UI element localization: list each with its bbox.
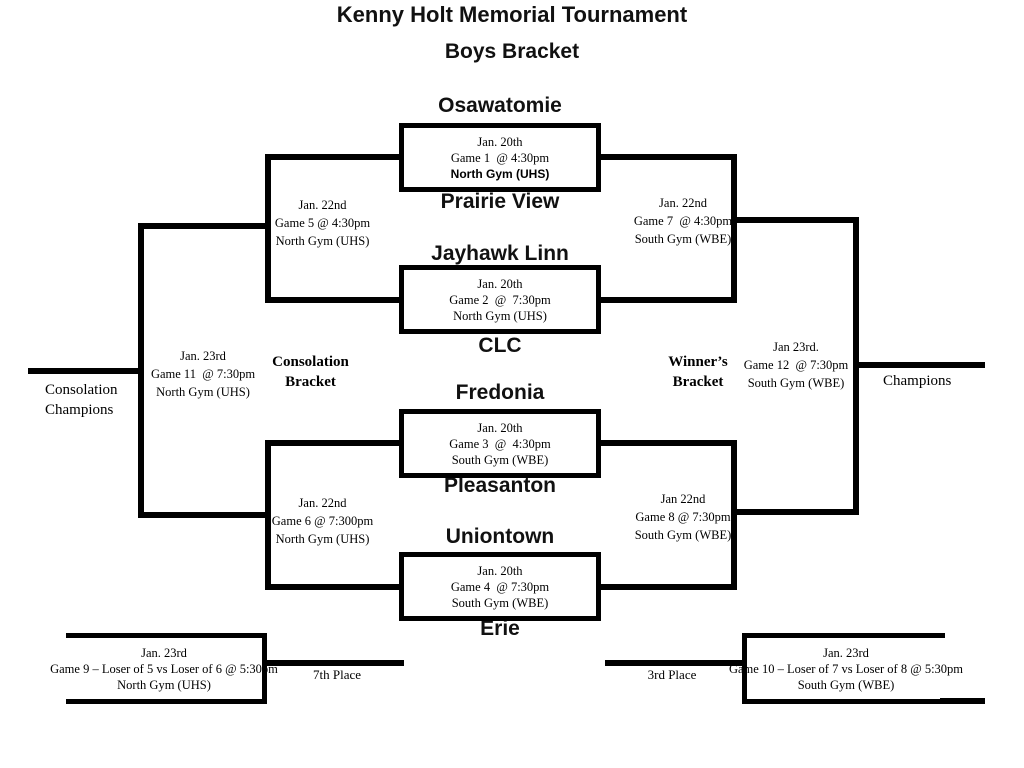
game-9-date: Jan. 23rd: [141, 645, 187, 660]
game2-right-stub: [601, 297, 737, 303]
game-5-text: Jan. 22nd Game 5 @ 4:30pm North Gym (UHS…: [250, 196, 395, 250]
game7-join-line: [731, 154, 737, 303]
team-uniontown: Uniontown: [445, 525, 555, 548]
team-erie: Erie: [480, 617, 520, 640]
team-jayhawk-linn: Jayhawk Linn: [431, 242, 569, 265]
game-11-date: Jan. 23rd: [180, 349, 226, 363]
consolation-champions-label: Consolation Champions: [45, 380, 118, 420]
game-5-date: Jan. 22nd: [298, 198, 347, 212]
game-2-venue: North Gym (UHS): [453, 308, 547, 323]
game-7-date: Jan. 22nd: [659, 196, 707, 210]
game-8-venue: South Gym (WBE): [634, 528, 732, 542]
game-9-box: Jan. 23rd Game 9 – Loser of 5 vs Loser o…: [50, 633, 278, 704]
champions-line: [853, 362, 985, 368]
consolation-bracket-label: Consolation Bracket: [258, 352, 363, 392]
game-4-date: Jan. 20th: [477, 563, 523, 578]
game-5-info: Game 5 @ 4:30pm: [274, 216, 371, 230]
game-10-info: Game 10 – Loser of 7 vs Loser of 8 @ 5:3…: [728, 661, 964, 676]
game-7-info: Game 7 @ 4:30pm: [633, 214, 733, 228]
game-4-venue: South Gym (WBE): [451, 595, 549, 610]
game-1-venue: North Gym (UHS): [450, 166, 550, 181]
game-11-text: Jan. 23rd Game 11 @ 7:30pm North Gym (UH…: [142, 347, 264, 401]
game-1-date: Jan. 20th: [477, 134, 523, 149]
game8-out-line: [731, 509, 859, 515]
team-fredonia: Fredonia: [455, 381, 545, 404]
winners-bracket-line1: Winner’s: [668, 354, 728, 370]
game-10-box: Jan. 23rd Game 10 – Loser of 7 vs Loser …: [729, 633, 963, 704]
game-8-date: Jan 22nd: [660, 492, 706, 506]
consolation-champions-line1: Consolation: [45, 382, 118, 398]
game1-right-stub: [601, 154, 737, 160]
game-3-info: Game 3 @ 4:30pm: [449, 436, 551, 451]
game-6-date: Jan. 22nd: [298, 496, 347, 510]
game-7-text: Jan. 22nd Game 7 @ 4:30pm South Gym (WBE…: [618, 194, 748, 248]
game-4-box: Jan. 20th Game 4 @ 7:30pm South Gym (WBE…: [399, 552, 601, 621]
game-10-date: Jan. 23rd: [823, 645, 869, 660]
consolation-champions-line: [28, 368, 144, 374]
game-2-info: Game 2 @ 7:30pm: [449, 292, 551, 307]
game-6-info: Game 6 @ 7:300pm: [271, 514, 374, 528]
team-osawatomie: Osawatomie: [438, 94, 562, 117]
game-3-date: Jan. 20th: [477, 420, 523, 435]
game-2-date: Jan. 20th: [477, 276, 523, 291]
game-10-venue: South Gym (WBE): [797, 677, 895, 692]
game8-join-line: [731, 440, 737, 590]
game-12-venue: South Gym (WBE): [747, 376, 845, 390]
game-7-venue: South Gym (WBE): [634, 232, 732, 246]
consolation-bracket-line2: Bracket: [285, 374, 336, 390]
page-title: Kenny Holt Memorial Tournament: [336, 2, 688, 27]
third-place-line: [605, 660, 742, 666]
game4-left-stub: [265, 584, 401, 590]
game1-left-stub: [265, 154, 401, 160]
game-3-venue: South Gym (WBE): [451, 452, 549, 467]
game-12-text: Jan 23rd. Game 12 @ 7:30pm South Gym (WB…: [740, 338, 852, 392]
seventh-place-label: 7th Place: [312, 667, 361, 682]
game2-left-stub: [265, 297, 401, 303]
game-9-info: Game 9 – Loser of 5 vs Loser of 6 @ 5:30…: [50, 661, 278, 676]
champions-label: Champions: [883, 373, 952, 389]
game-11-venue: North Gym (UHS): [156, 385, 250, 399]
game-6-text: Jan. 22nd Game 6 @ 7:300pm North Gym (UH…: [250, 494, 395, 548]
game-8-text: Jan 22nd Game 8 @ 7:30pm South Gym (WBE): [618, 490, 748, 544]
game-2-box: Jan. 20th Game 2 @ 7:30pm North Gym (UHS…: [399, 265, 601, 334]
game-12-info: Game 12 @ 7:30pm: [743, 358, 849, 372]
game-8-info: Game 8 @ 7:30pm: [635, 510, 731, 524]
game3-right-stub: [601, 440, 737, 446]
game5-out-line: [138, 223, 271, 229]
game4-right-stub: [601, 584, 737, 590]
consolation-bracket-line1: Consolation: [272, 354, 349, 370]
game-1-box: Jan. 20th Game 1 @ 4:30pm North Gym (UHS…: [399, 123, 601, 192]
game6-out-line: [138, 512, 271, 518]
game-1-info: Game 1 @ 4:30pm: [450, 150, 550, 165]
game-4-info: Game 4 @ 7:30pm: [450, 579, 550, 594]
game7-out-line: [731, 217, 859, 223]
team-prairie-view: Prairie View: [440, 190, 560, 213]
game-3-box: Jan. 20th Game 3 @ 4:30pm South Gym (WBE…: [399, 409, 601, 478]
team-pleasanton: Pleasanton: [443, 474, 557, 497]
winners-bracket-label: Winner’s Bracket: [648, 352, 748, 392]
game-11-info: Game 11 @ 7:30pm: [150, 367, 256, 381]
game-12-date: Jan 23rd.: [773, 340, 819, 354]
seventh-place-line: [267, 660, 404, 666]
game-5-venue: North Gym (UHS): [275, 234, 370, 248]
game-10-bottom-extension-line: [940, 698, 985, 704]
game3-left-stub: [265, 440, 401, 446]
game-9-venue: North Gym (UHS): [117, 677, 211, 692]
winners-bracket-line2: Bracket: [672, 374, 724, 390]
game-6-venue: North Gym (UHS): [275, 532, 370, 546]
team-clc: CLC: [478, 334, 522, 357]
third-place-label: 3rd Place: [647, 667, 697, 682]
page-subtitle: Boys Bracket: [444, 40, 580, 63]
consolation-champions-line2: Champions: [45, 402, 114, 418]
